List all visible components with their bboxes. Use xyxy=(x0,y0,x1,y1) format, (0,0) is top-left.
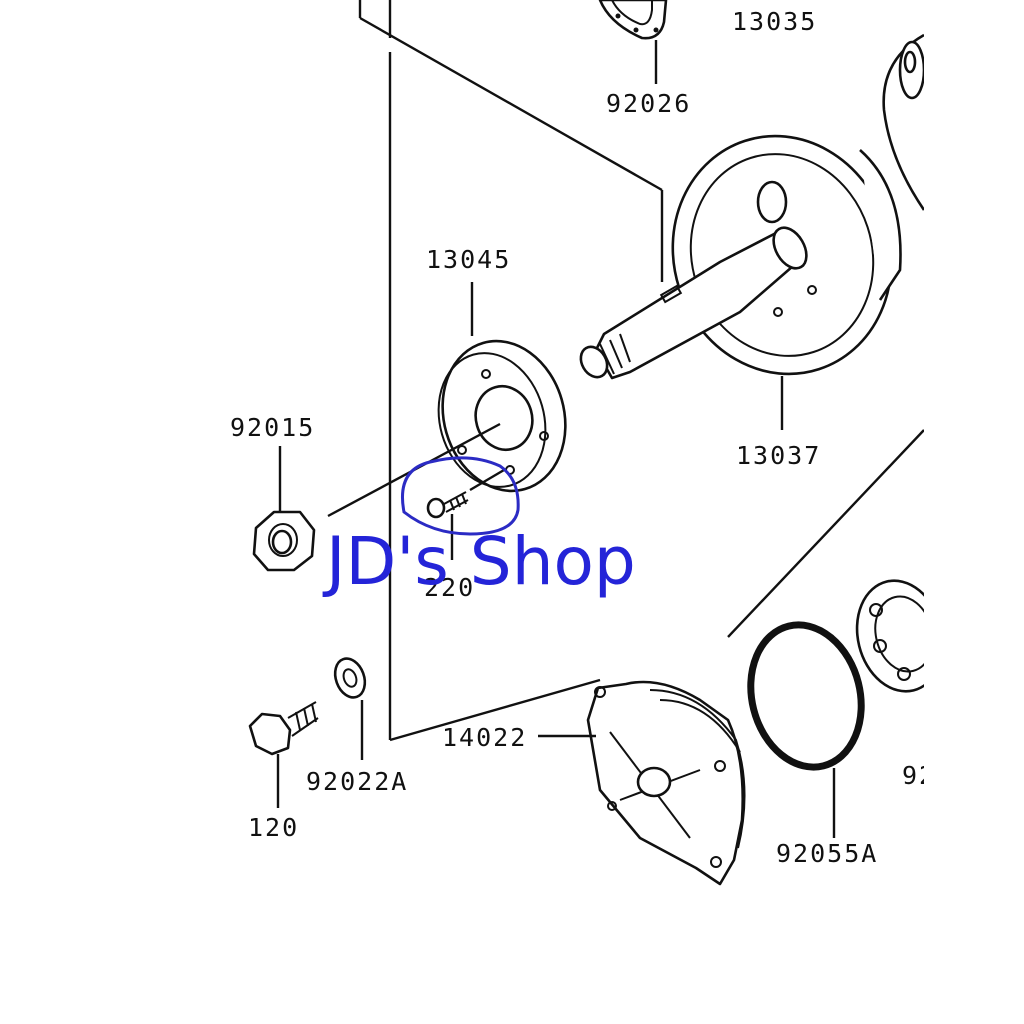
label-13045: 13045 xyxy=(426,245,511,274)
label-92022A: 92022A xyxy=(306,767,408,796)
gasket-92026 xyxy=(598,0,668,84)
washer-92022A xyxy=(333,657,367,760)
cover-14022 xyxy=(538,680,746,886)
o-ring-92055A xyxy=(747,621,865,838)
label-14022: 14022 xyxy=(442,723,527,752)
watermark-text: JD's Shop xyxy=(322,523,636,600)
part-labels: 13035 92026 13045 92015 13037 220 14022 … xyxy=(230,7,934,868)
label-92015: 92015 xyxy=(230,413,315,442)
flange-13045 xyxy=(437,282,567,493)
right-edge-mask xyxy=(924,0,1024,1024)
crank-top-right xyxy=(882,33,926,211)
label-92026: 92026 xyxy=(606,89,691,118)
bolt-120 xyxy=(248,701,319,808)
label-120: 120 xyxy=(248,813,299,842)
label-92055A: 92055A xyxy=(776,839,878,868)
crankshaft-13037 xyxy=(579,134,902,430)
annotation-circle xyxy=(401,456,520,536)
frame-lines xyxy=(358,0,925,742)
label-13037: 13037 xyxy=(736,441,821,470)
label-13035: 13035 xyxy=(732,7,817,36)
label-220: 220 xyxy=(424,573,475,602)
screw-220 xyxy=(426,468,505,560)
nut-92015 xyxy=(252,422,501,572)
